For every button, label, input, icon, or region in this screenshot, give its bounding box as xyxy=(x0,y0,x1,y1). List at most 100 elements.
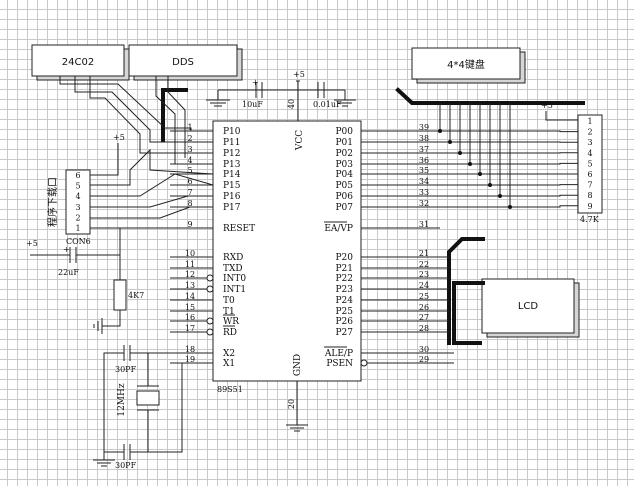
reset-plus5-label: +5 xyxy=(26,239,38,248)
mcu-pin-number: 22 xyxy=(419,260,429,269)
mcu-pin-23: 23 P22 xyxy=(335,270,440,284)
resnet-pin-number: 3 xyxy=(587,138,592,147)
mcu-pin-name: P02 xyxy=(335,149,353,159)
mcu-pin-name: P10 xyxy=(223,127,241,137)
mcu-pin-number: 38 xyxy=(419,134,429,143)
mcu-pin-name: RESET xyxy=(223,224,255,234)
vcc-pin-number: 40 xyxy=(287,99,296,109)
mcu-pin-name: P00 xyxy=(335,127,353,137)
mcu-pin-number: 16 xyxy=(185,313,195,322)
mcu-pin-22: 22 P21 xyxy=(335,260,440,274)
mcu-pin-number: 19 xyxy=(185,355,195,364)
resnet-body xyxy=(577,114,603,214)
mcu-pin-11: 11 TXD xyxy=(170,260,243,274)
mcu-name: 89S51 xyxy=(217,385,243,394)
resnet-pin-number: 6 xyxy=(587,170,592,179)
mcu-pin-number: 3 xyxy=(187,145,192,154)
crystal-frequency: 12MHz xyxy=(117,383,127,417)
mcu-pin-name: TXD xyxy=(223,264,243,274)
mcu-pin-number: 12 xyxy=(185,270,195,279)
svg-text:+: + xyxy=(252,78,259,87)
resnet-value: 4.7K xyxy=(580,215,600,224)
port0-wires xyxy=(438,103,578,209)
mcu-pin-name: INT0 xyxy=(223,274,246,284)
mcu-pin-name: X2 xyxy=(223,349,235,359)
eeprom-label: 24C02 xyxy=(62,57,94,68)
mcu-right-pins: 39P0038P0137P0236P0335P0434P0533P0632P07… xyxy=(324,123,440,369)
mcu-pin-name: P24 xyxy=(335,296,353,306)
mcu-pin-name: P06 xyxy=(335,192,353,202)
port2-wires xyxy=(440,256,454,364)
mcu-pin-number: 18 xyxy=(185,345,195,354)
mcu-pin-25: 25 P24 xyxy=(335,292,440,306)
resnet-pin-number: 5 xyxy=(587,159,592,168)
mcu-pin-number: 32 xyxy=(419,199,429,208)
lcd-label: LCD xyxy=(518,301,539,312)
mcu-pin-number: 17 xyxy=(185,324,195,333)
resnet-pin-number: 7 xyxy=(587,181,592,190)
mcu-pin-number: 2 xyxy=(187,134,192,143)
con6-pin-number: 4 xyxy=(75,192,80,201)
resnet-pin-number: 9 xyxy=(587,202,592,211)
dds-label: DDS xyxy=(172,57,194,68)
mcu-pin-name: P16 xyxy=(223,192,241,202)
mcu-pin-number: 21 xyxy=(419,249,429,258)
mcu-pin-number: 10 xyxy=(185,249,195,258)
mcu-pin-name: P11 xyxy=(223,138,241,148)
mcu-pin-name: P13 xyxy=(223,160,241,170)
crystal-circuit: 12MHz 30PF 30PF xyxy=(93,345,213,470)
mcu-pin-number: 15 xyxy=(185,303,195,312)
mcu-pin-name: PSEN xyxy=(326,359,353,369)
mcu-pin-name: P07 xyxy=(335,203,353,213)
module-wires xyxy=(59,76,213,165)
resnet-pin-number: 1 xyxy=(587,117,592,126)
con6-title: 程序下载口 xyxy=(46,177,59,227)
mcu-pin-name: ALE/P xyxy=(324,349,353,359)
resnet-pin-number: 2 xyxy=(587,128,592,137)
mcu-pin-number: 35 xyxy=(419,166,429,175)
resnet-pin-number: 4 xyxy=(587,149,592,158)
mcu-pin-number: 33 xyxy=(419,188,429,197)
mcu-pin-number: 25 xyxy=(419,292,429,301)
reset-circuit: +5 + 22uF 4K7 xyxy=(26,239,144,334)
mcu-pin-number: 23 xyxy=(419,270,429,279)
keypad-label: 4*4键盘 xyxy=(447,58,485,71)
mcu-pin-name: P22 xyxy=(335,274,353,284)
mcu-pin-number: 14 xyxy=(185,292,195,301)
con6-pin-number: 5 xyxy=(75,182,80,191)
mcu-pin-number: 30 xyxy=(419,345,429,354)
gnd-label: GND xyxy=(293,354,303,376)
mcu-pin-number: 29 xyxy=(419,355,429,364)
mcu-pin-number: 11 xyxy=(185,260,195,269)
mcu-pin-32: 32 P07 xyxy=(335,199,440,213)
cap-10uf-label: 10uF xyxy=(242,100,263,109)
mcu-pin-name: P23 xyxy=(335,285,353,295)
mcu-pin-name: RXD xyxy=(223,253,243,263)
lcd-block: LCD xyxy=(481,278,580,338)
mcu-pin-name: P05 xyxy=(335,181,353,191)
mcu-pin-name: P25 xyxy=(335,307,353,317)
eeprom-block: 24C02 xyxy=(31,44,130,81)
con6-pin-number: 6 xyxy=(75,171,80,180)
vcc-label: VCC xyxy=(295,130,305,151)
mcu-pin-number: 5 xyxy=(187,166,192,175)
mcu-body xyxy=(212,120,362,382)
mcu-pin-name: P21 xyxy=(335,264,353,274)
